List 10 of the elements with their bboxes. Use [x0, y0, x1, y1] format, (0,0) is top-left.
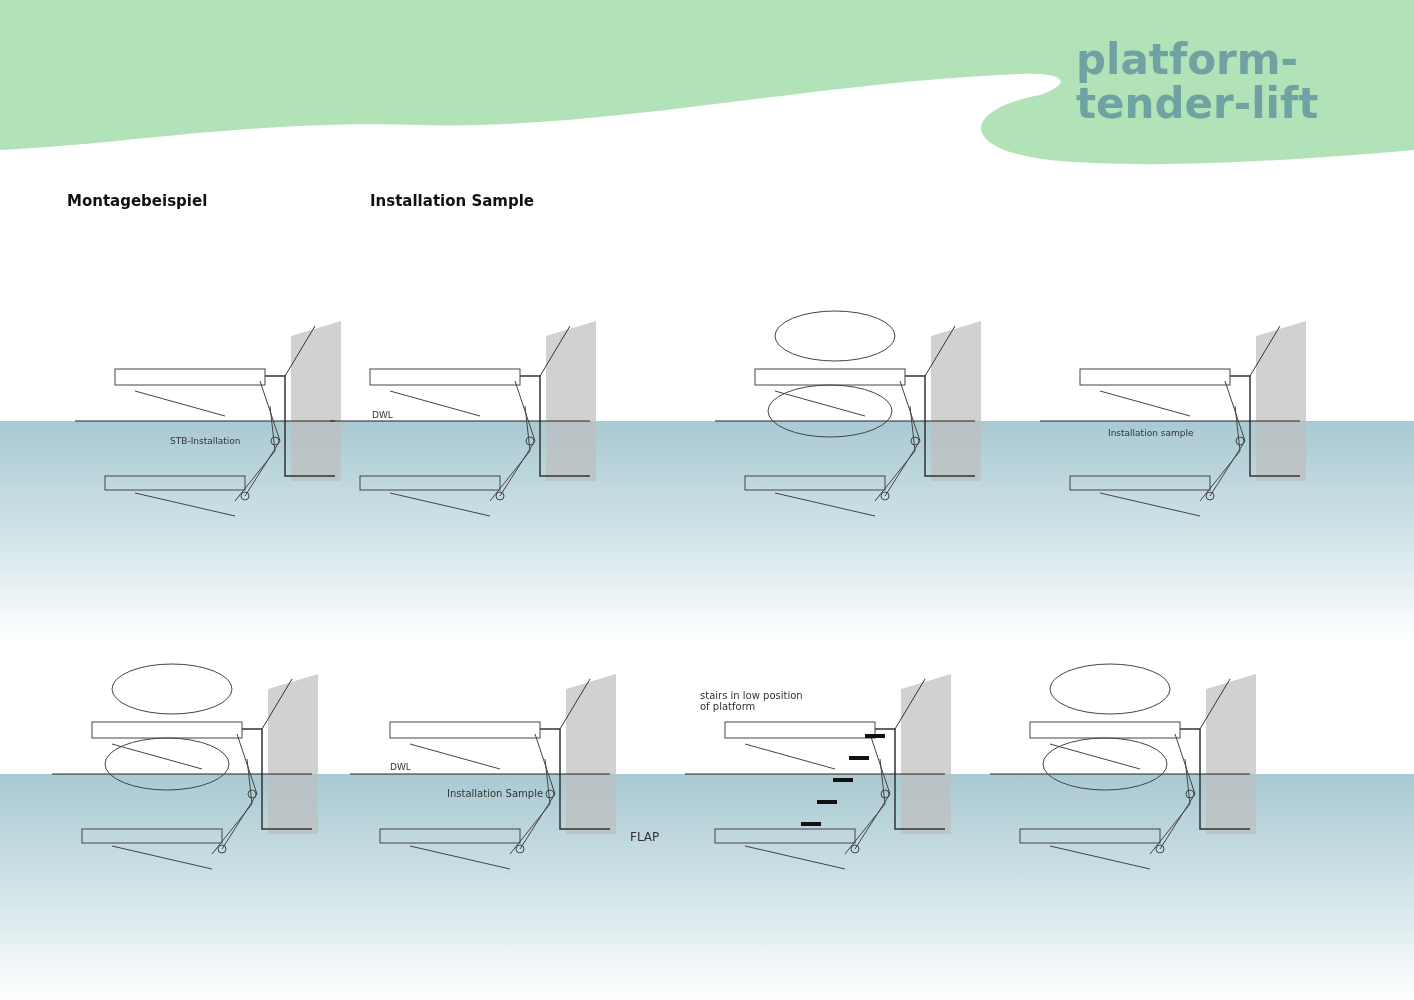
- drawing-label: Installation Sample: [447, 788, 544, 799]
- drawing-label: DWL: [372, 410, 393, 420]
- drawing-label: STB-Installation: [170, 436, 241, 446]
- drawing-label: Installation sample: [1108, 428, 1194, 438]
- section-heading: Installation Sample: [370, 192, 534, 210]
- section-heading: Montagebeispiel: [67, 192, 208, 210]
- drawing-label: FLAP: [630, 830, 660, 844]
- drawing-note: stairs in low position of platform: [700, 690, 804, 712]
- drawing-label: DWL: [390, 762, 411, 772]
- page-title: platform- tender-lift: [1076, 38, 1320, 126]
